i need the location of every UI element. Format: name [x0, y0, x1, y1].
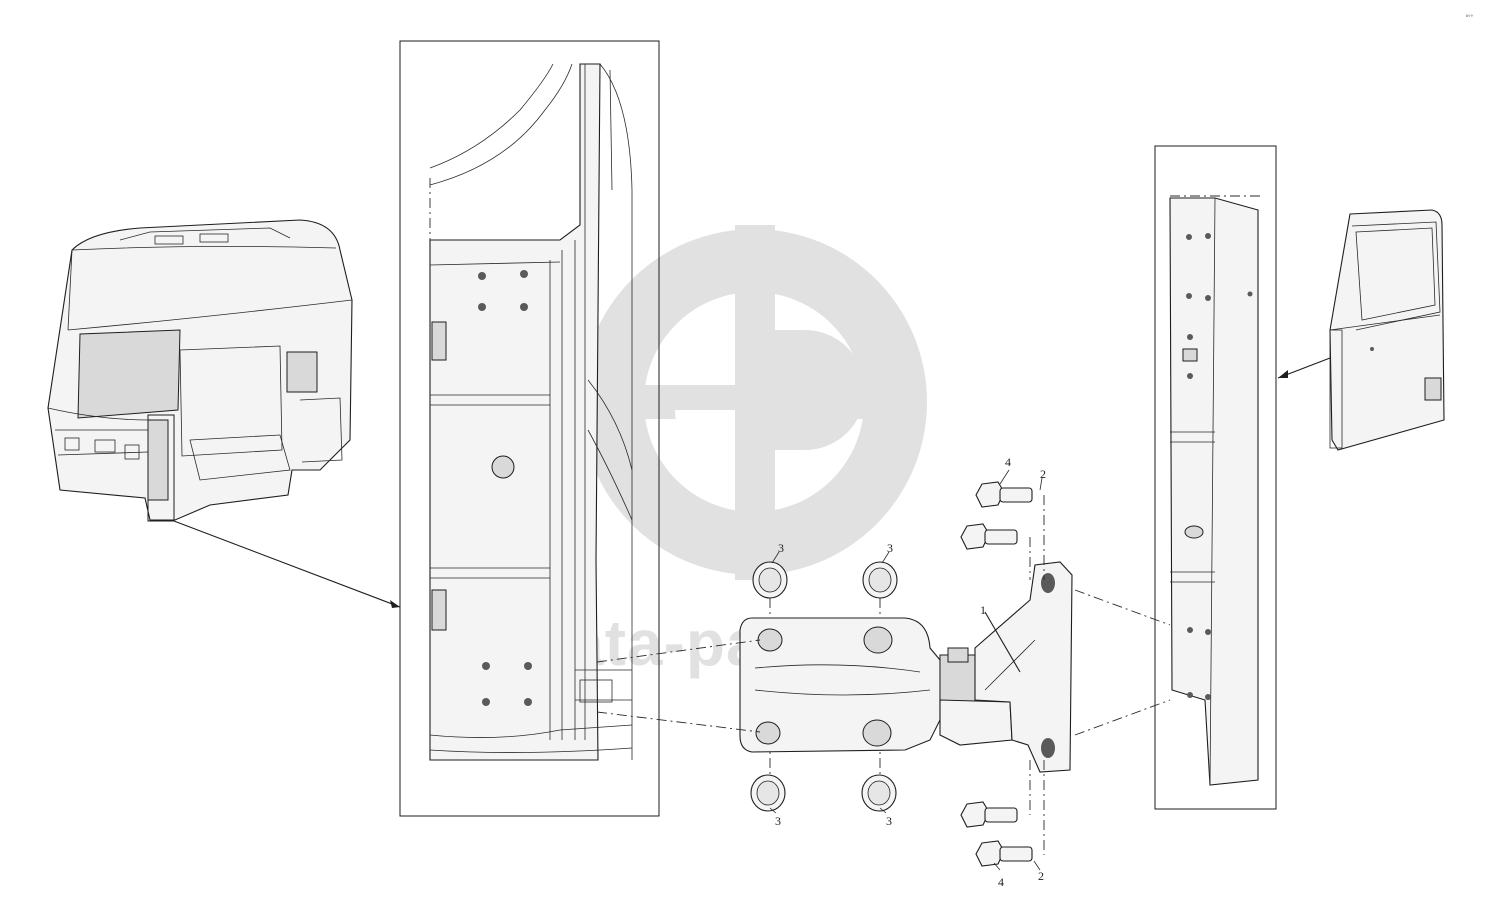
- washer-top-left: [752, 561, 788, 599]
- callout-2-top: 2: [1040, 467, 1046, 481]
- leader-cab-to-pillar: [173, 520, 401, 608]
- corner-mark: º°°: [1466, 14, 1474, 21]
- pillar-detail-frame: [399, 40, 660, 817]
- flange-bolt-top-1: [975, 481, 1033, 508]
- callout-3-top-right: 3: [887, 541, 893, 555]
- door-detail-frame: [1154, 145, 1277, 810]
- callout-4-bottom: 4: [998, 875, 1004, 889]
- flange-bolt-bottom-1: [960, 801, 1018, 828]
- callout-3-bottom-left: 3: [775, 814, 781, 828]
- washer-bottom-left: [750, 774, 786, 812]
- callout-2-bottom: 2: [1038, 869, 1044, 883]
- callout-4-top: 4: [1005, 455, 1011, 469]
- callout-3-bottom-right: 3: [886, 814, 892, 828]
- watermark-logo: [581, 225, 927, 580]
- flange-bolt-bottom-2: [975, 840, 1033, 867]
- cab-overview: [47, 219, 353, 522]
- flange-bolt-top-2: [960, 523, 1018, 550]
- cab-door-overview: [1329, 209, 1445, 451]
- washer-bottom-right: [861, 774, 897, 812]
- callout-1-hinge: 1: [980, 603, 986, 617]
- door-hinge: [739, 561, 1073, 773]
- callout-3-top-left: 3: [778, 541, 784, 555]
- door-edge-detail: [1169, 195, 1260, 786]
- a-pillar-detail: [429, 63, 633, 761]
- washer-top-right: [862, 561, 898, 599]
